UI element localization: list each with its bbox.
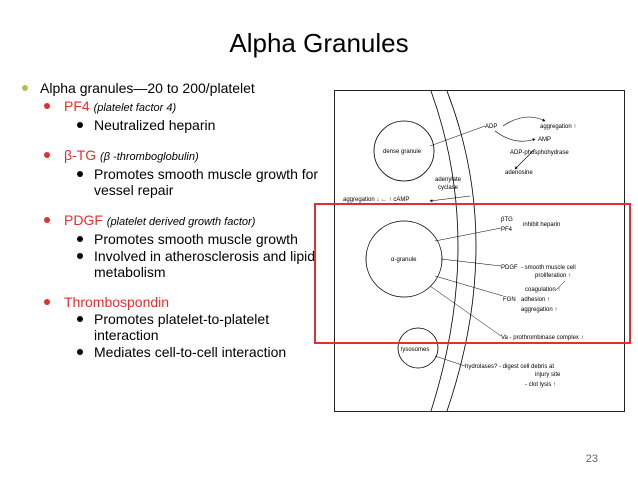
pdgf-label: PDGF (64, 212, 103, 228)
bullet-dot-icon (77, 122, 83, 128)
pdgf-point-1-text: Promotes smooth muscle growth (94, 231, 298, 247)
bullet-dot-icon (77, 349, 83, 355)
label-cyclase: cyclase (438, 185, 459, 191)
label-aggregation-2: aggregation ↑ (521, 307, 557, 313)
bullet-main-text: Alpha granules—20 to 200/platelet (40, 80, 255, 96)
bullet-dot-icon (44, 217, 50, 223)
btg-point: Promotes smooth muscle growth for vessel… (74, 166, 322, 198)
pdgf-subtitle: (platelet derived growth factor) (106, 216, 256, 228)
thrombo-label: Thrombospondin (64, 294, 170, 310)
label-adhesion: adhesion ↑ (521, 297, 550, 303)
platelet-diagram: ADP aggregation ↑ AMP ADP-phosphohydrase… (334, 90, 625, 412)
label-adp: ADP (485, 124, 497, 130)
page-number: 23 (585, 453, 598, 465)
label-pf4: PF4 (501, 227, 513, 233)
thrombo-point-1: Promotes platelet-to-platelet interactio… (74, 311, 322, 343)
label-smooth-muscle: - smooth muscle cell (521, 265, 576, 271)
thrombo-point-1-text: Promotes platelet-to-platelet interactio… (94, 311, 270, 343)
highlight-box (314, 203, 631, 344)
lysosome-shape (397, 327, 439, 369)
label-dense-granule: dense granule (383, 149, 422, 155)
bullet-pdgf: PDGF (platelet derived growth factor) (44, 212, 322, 230)
thrombo-point-2-text: Mediates cell-to-cell interaction (94, 344, 287, 360)
bullet-dot-icon (77, 316, 83, 322)
thrombo-point-2: Mediates cell-to-cell interaction (74, 344, 322, 360)
label-adenylate: adenylate (435, 177, 462, 183)
bullet-pf4: PF4 (platelet factor 4) (44, 98, 322, 116)
bullet-main: Alpha granules—20 to 200/platelet (22, 80, 322, 96)
dense-granule-shape (373, 120, 435, 182)
label-va: Va - prothrombinase complex ↑ (501, 335, 584, 341)
bullet-btg: β-TG (β -thromboglobulin) (44, 147, 322, 165)
pf4-subtitle: (platelet factor 4) (93, 102, 177, 114)
membrane-outer-line (446, 91, 477, 411)
label-alpha-granule: α-granule (391, 257, 417, 263)
label-agg-camp: aggregation ↓ ← ↑ cAMP (343, 197, 409, 203)
label-pdgf: PDGF (501, 265, 518, 271)
bullet-dot-icon (77, 253, 83, 259)
btg-subtitle: (β -thromboglobulin) (100, 151, 199, 163)
label-adp-phos: ADP-phosphohydrase (510, 150, 569, 156)
label-hydrolases: hydrolases? - digest cell debris at (465, 364, 554, 370)
pf4-point-text: Neutralized heparin (94, 117, 216, 133)
label-aggregation: aggregation ↑ (540, 124, 576, 130)
bullet-dot-icon (44, 152, 50, 158)
label-amp: AMP (538, 137, 551, 143)
label-injury-site: injury site (535, 372, 561, 378)
label-clot-lysis: - clot lysis ↑ (525, 382, 556, 388)
bullet-dot-icon (44, 299, 50, 305)
bullet-dot-icon (44, 103, 50, 109)
label-adenosine: adenosine (505, 170, 533, 176)
label-proliferation: proliferation ↑ (535, 273, 571, 279)
pdgf-point-2: Involved in atherosclerosis and lipid me… (74, 248, 322, 280)
pdgf-point-2-text: Involved in atherosclerosis and lipid me… (94, 248, 316, 280)
bullet-dot-icon (77, 171, 83, 177)
label-lysosomes: lysosomes (401, 347, 429, 353)
pdgf-point-1: Promotes smooth muscle growth (74, 231, 322, 247)
bullet-thrombospondin: Thrombospondin (44, 294, 322, 310)
label-inhibit-heparin: inhibit heparin (523, 222, 560, 228)
btg-label: β-TG (64, 147, 97, 163)
bullet-dot-icon (77, 236, 83, 242)
label-btg: βTG (501, 217, 513, 223)
btg-point-text: Promotes smooth muscle growth for vessel… (94, 166, 319, 198)
bullet-list: Alpha granules—20 to 200/platelet PF4 (p… (22, 80, 322, 360)
pf4-label: PF4 (64, 98, 90, 114)
bullet-dot-icon (22, 85, 28, 91)
membrane-inner-line (430, 91, 459, 411)
label-fgn: FGN (503, 297, 516, 303)
pf4-point: Neutralized heparin (74, 117, 322, 133)
slide-title: Alpha Granules (229, 28, 409, 58)
label-coagulation: coagulation ↑ (525, 287, 560, 293)
